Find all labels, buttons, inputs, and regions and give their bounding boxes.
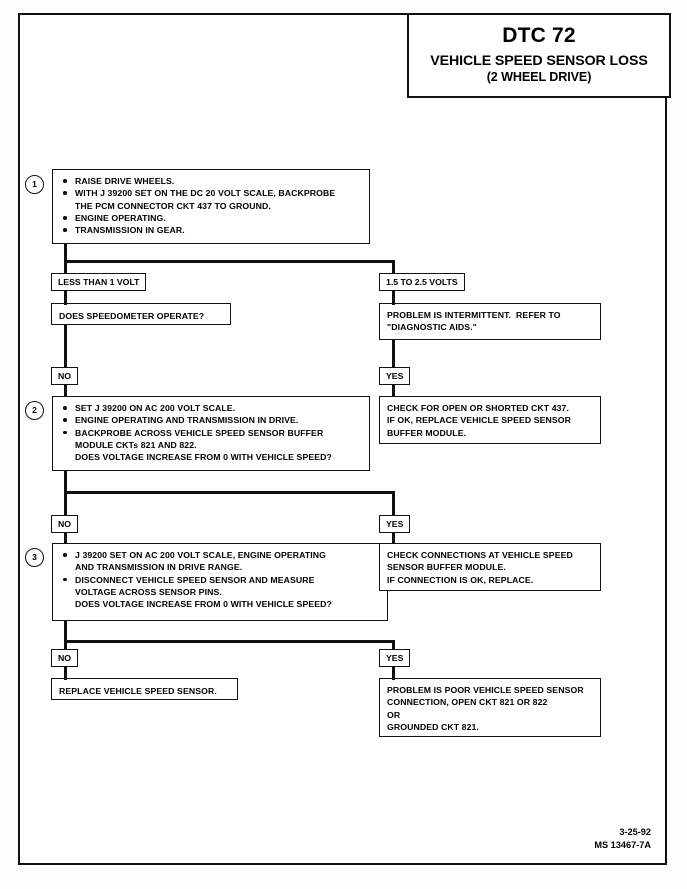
tag-no-2: NO xyxy=(51,515,79,533)
step-2-line-1: SET J 39200 ON AC 200 VOLT SCALE. xyxy=(60,402,362,414)
connector-yes2-down xyxy=(392,532,395,544)
step-2-list: SET J 39200 ON AC 200 VOLT SCALE. ENGINE… xyxy=(53,397,369,469)
step-3-line-5: DOES VOLTAGE INCREASE FROM 0 WITH VEHICL… xyxy=(75,599,332,610)
connector-yes3-down xyxy=(392,666,395,680)
connector-no3-down xyxy=(64,666,67,680)
step-1-list: RAISE DRIVE WHEELS. WITH J 39200 SET ON … xyxy=(53,170,369,242)
connector-branch2-horizontal xyxy=(64,491,395,494)
step-1-line-3: THE PCM CONNECTOR CKT 437 TO GROUND. xyxy=(75,200,271,211)
step-2-box: SET J 39200 ON AC 200 VOLT SCALE. ENGINE… xyxy=(52,396,370,471)
speedometer-question-text: DOES SPEEDOMETER OPERATE? xyxy=(59,311,205,321)
step-1-line-1: RAISE DRIVE WHEELS. xyxy=(60,175,362,187)
step-1-line-5: TRANSMISSION IN GEAR. xyxy=(60,224,362,236)
connector-branch2-right-down xyxy=(392,491,395,517)
connector-to-intermittent xyxy=(392,291,395,305)
check-connections-lines: CHECK CONNECTIONS AT VEHICLE SPEED SENSO… xyxy=(380,544,600,591)
tag-no-1: NO xyxy=(51,367,79,385)
tag-yes-1: YES xyxy=(379,367,411,385)
dtc-code: DTC 72 xyxy=(502,24,576,47)
poor-connection-line-4: GROUNDED CKT 821. xyxy=(387,722,479,733)
connector-intermittent-to-yes xyxy=(392,340,395,367)
step-2-line-5: DOES VOLTAGE INCREASE FROM 0 WITH VEHICL… xyxy=(75,452,332,463)
connector-step1-down xyxy=(64,244,67,262)
connector-yes1-down xyxy=(392,384,395,397)
step-1-box: RAISE DRIVE WHEELS. WITH J 39200 SET ON … xyxy=(52,169,370,244)
connector-no2-down xyxy=(64,532,67,544)
poor-connection-lines: PROBLEM IS POOR VEHICLE SPEED SENSOR CON… xyxy=(380,679,600,738)
step-2-line-2: ENGINE OPERATING AND TRANSMISSION IN DRI… xyxy=(60,414,362,426)
speedometer-question-box: DOES SPEEDOMETER OPERATE? xyxy=(51,303,231,325)
chart-title: VEHICLE SPEED SENSOR LOSS xyxy=(430,53,648,70)
footer: 3-25-92 MS 13467-7A xyxy=(594,826,651,851)
footer-doc-id: MS 13467-7A xyxy=(594,839,651,850)
replace-sensor-text: REPLACE VEHICLE SPEED SENSOR. xyxy=(59,686,217,696)
replace-sensor-box: REPLACE VEHICLE SPEED SENSOR. xyxy=(51,678,238,700)
intermittent-box: PROBLEM IS INTERMITTENT. REFER TO "DIAGN… xyxy=(379,303,601,340)
tag-yes-3: YES xyxy=(379,649,411,667)
poor-connection-box: PROBLEM IS POOR VEHICLE SPEED SENSOR CON… xyxy=(379,678,601,737)
step-number-3: 3 xyxy=(25,548,44,567)
intermittent-lines: PROBLEM IS INTERMITTENT. REFER TO "DIAGN… xyxy=(380,304,600,339)
poor-connection-line-1: PROBLEM IS POOR VEHICLE SPEED SENSOR xyxy=(387,685,584,695)
step-number-1: 1 xyxy=(25,175,44,194)
tag-1-5-to-2-5-volts: 1.5 TO 2.5 VOLTS xyxy=(379,273,465,291)
intermittent-line-2: "DIAGNOSTIC AIDS." xyxy=(387,322,477,333)
check-open-shorted-line-3: BUFFER MODULE. xyxy=(387,427,467,438)
step-3-box: J 39200 SET ON AC 200 VOLT SCALE, ENGINE… xyxy=(52,543,388,621)
step-3-list: J 39200 SET ON AC 200 VOLT SCALE, ENGINE… xyxy=(53,544,387,616)
tag-yes-2: YES xyxy=(379,515,411,533)
connector-to-speedometer-q xyxy=(64,291,67,305)
connector-step2-down xyxy=(64,471,67,493)
connector-branch1-left-down xyxy=(64,260,67,274)
step-3-line-1: J 39200 SET ON AC 200 VOLT SCALE, ENGINE… xyxy=(60,549,380,561)
intermittent-line-1: PROBLEM IS INTERMITTENT. REFER TO xyxy=(387,310,561,320)
check-open-shorted-lines: CHECK FOR OPEN OR SHORTED CKT 437. IF OK… xyxy=(380,397,600,444)
tag-less-than-1-volt: LESS THAN 1 VOLT xyxy=(51,273,147,291)
footer-date: 3-25-92 xyxy=(619,827,651,838)
connector-branch2-left-down xyxy=(64,491,67,517)
step-1-line-4: ENGINE OPERATING. xyxy=(60,212,362,224)
step-3-line-4: VOLTAGE ACROSS SENSOR PINS. xyxy=(75,587,222,598)
check-connections-line-1: CHECK CONNECTIONS AT VEHICLE SPEED xyxy=(387,550,573,560)
connector-no1-down xyxy=(64,384,67,397)
connector-speedometer-to-no xyxy=(64,325,67,367)
step-2-line-4: MODULE CKTs 821 AND 822. xyxy=(75,440,197,451)
check-connections-line-2: SENSOR BUFFER MODULE. xyxy=(387,562,506,573)
check-open-shorted-line-1: CHECK FOR OPEN OR SHORTED CKT 437. xyxy=(387,403,569,413)
connector-branch3-horizontal xyxy=(64,640,395,643)
connector-branch1-horizontal xyxy=(64,260,395,263)
connector-branch1-right-down xyxy=(392,260,395,274)
poor-connection-line-3: OR xyxy=(387,709,401,720)
tag-no-3: NO xyxy=(51,649,79,667)
chart-header: DTC 72 VEHICLE SPEED SENSOR LOSS (2 WHEE… xyxy=(407,13,671,98)
diagnostic-chart-page: DTC 72 VEHICLE SPEED SENSOR LOSS (2 WHEE… xyxy=(18,13,671,865)
check-open-shorted-line-2: IF OK, REPLACE VEHICLE SPEED SENSOR xyxy=(387,415,572,426)
step-1-line-2: WITH J 39200 SET ON THE DC 20 VOLT SCALE… xyxy=(60,187,362,199)
step-3-line-3: DISCONNECT VEHICLE SPEED SENSOR AND MEAS… xyxy=(60,574,380,586)
check-connections-box: CHECK CONNECTIONS AT VEHICLE SPEED SENSO… xyxy=(379,543,601,591)
step-3-line-2: AND TRANSMISSION IN DRIVE RANGE. xyxy=(75,562,243,573)
check-open-shorted-box: CHECK FOR OPEN OR SHORTED CKT 437. IF OK… xyxy=(379,396,601,444)
poor-connection-line-2: CONNECTION, OPEN CKT 821 OR 822 xyxy=(387,697,548,708)
chart-subtitle: (2 WHEEL DRIVE) xyxy=(486,70,592,84)
check-connections-line-3: IF CONNECTION IS OK, REPLACE. xyxy=(387,574,534,585)
connector-step3-down xyxy=(64,621,67,643)
step-2-line-3: BACKPROBE ACROSS VEHICLE SPEED SENSOR BU… xyxy=(60,427,362,439)
step-number-2: 2 xyxy=(25,401,44,420)
